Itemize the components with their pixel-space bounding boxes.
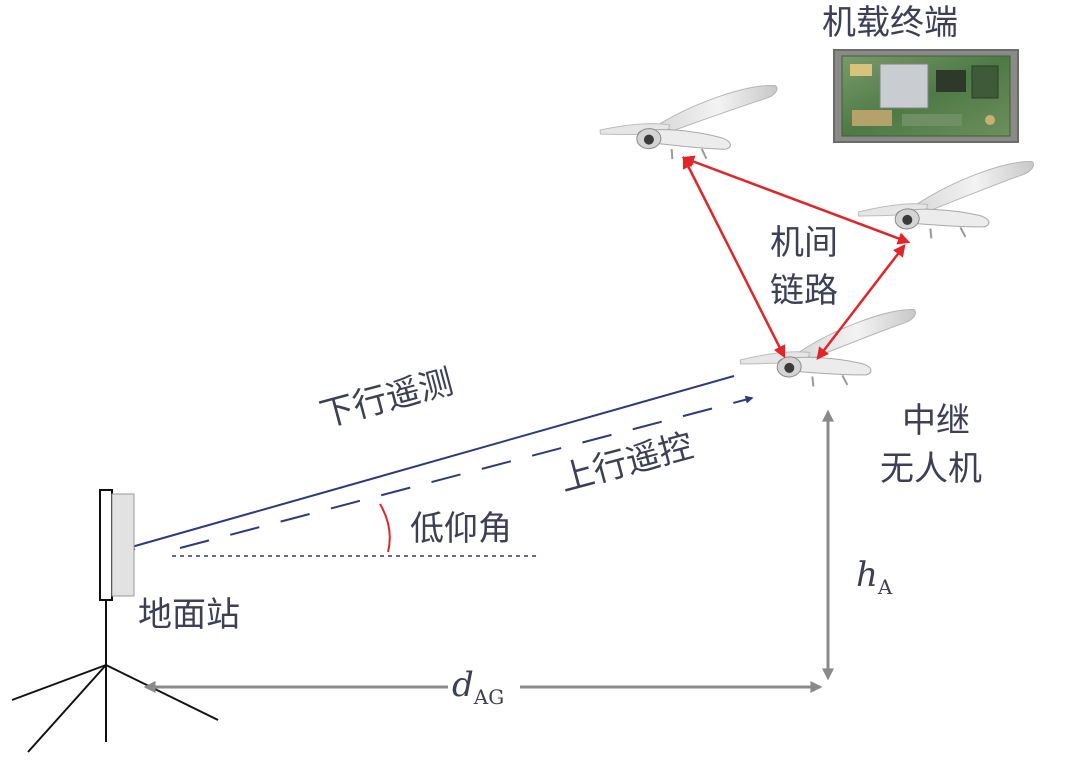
inter-uav-link-label-line2: 链路 (770, 271, 838, 311)
relay-uav-label-line1: 中继 (902, 401, 970, 441)
distance-label-bg (448, 670, 520, 710)
onboard-terminal-image (833, 49, 1019, 143)
relay-uav-label-line2: 无人机 (880, 449, 982, 489)
distance-symbol: d (452, 665, 474, 705)
low-elevation-angle-label: 低仰角 (410, 509, 512, 549)
distance-subscript: AG (473, 685, 505, 709)
inter-uav-link-arrows (681, 155, 911, 360)
height-subscript: A (877, 575, 893, 599)
downlink-telemetry-arrow (126, 375, 735, 551)
link-arrow-right-to-relay (816, 244, 906, 360)
height-label: hA (856, 555, 893, 599)
uav-right (853, 159, 1042, 249)
inter-uav-link-label-line1: 机间 (770, 223, 838, 263)
distance-label: dAG (452, 665, 505, 709)
ground-station-label: 地面站 (138, 595, 240, 635)
onboard-terminal-label: 机载终端 (822, 3, 958, 43)
elevation-angle-arc (379, 503, 391, 553)
height-symbol: h (856, 555, 878, 595)
uav-top-left (596, 83, 783, 167)
uplink-telecontrol-arrow (179, 395, 754, 549)
uav-relay (735, 307, 924, 397)
link-arrow-top-to-relay (682, 155, 786, 359)
